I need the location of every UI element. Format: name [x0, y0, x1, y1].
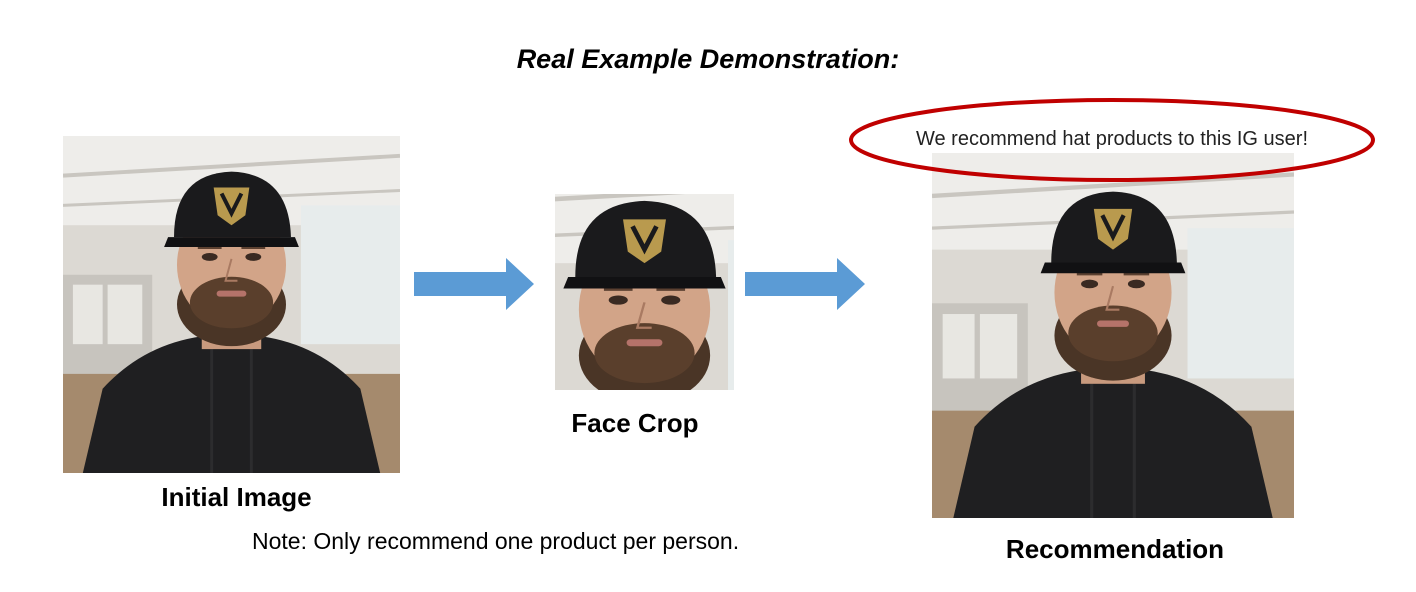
initial-image-label: Initial Image: [161, 482, 312, 512]
face-crop-label: Face Crop: [571, 408, 699, 438]
callout-ellipse: [849, 98, 1375, 182]
right-arrow-icon: [745, 258, 865, 310]
note-text: Note: Only recommend one product per per…: [252, 528, 740, 554]
face-crop-image: [555, 194, 734, 390]
page-title: Real Example Demonstration:: [516, 44, 900, 74]
initial-image: [63, 136, 400, 473]
recommendation-image: [932, 153, 1294, 518]
recommendation-callout-text: We recommend hat products to this IG use…: [915, 128, 1309, 150]
recommendation-label: Recommendation: [1005, 534, 1225, 564]
right-arrow-icon: [414, 258, 534, 310]
